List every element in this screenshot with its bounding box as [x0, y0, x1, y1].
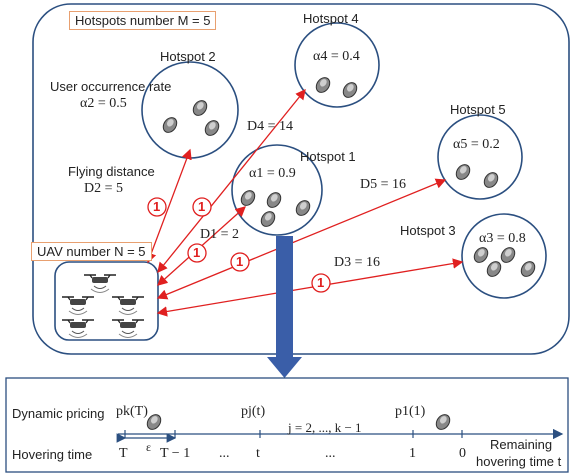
hotspot-5-alpha: α5 = 0.2 — [453, 137, 500, 152]
hotspot-3-circle — [461, 213, 547, 299]
hotspot-5-circle — [437, 114, 523, 200]
tick-0: 0 — [459, 446, 466, 461]
transition-arrow — [267, 236, 302, 378]
distance-d5: D5 = 16 — [360, 177, 407, 192]
tick-ellipsis-2: ... — [325, 446, 336, 461]
network-area — [32, 3, 570, 355]
distance-d2: D2 = 5 — [84, 181, 124, 196]
hotspot-2-users — [159, 97, 223, 139]
hotspot-2-circle — [141, 61, 239, 159]
tick-ellipsis-1: ... — [219, 446, 230, 461]
route-marker-2 — [147, 197, 167, 217]
hotspot-3-name: Hotspot 3 — [400, 223, 456, 238]
route-marker-1 — [187, 243, 207, 263]
route-marker-3 — [311, 273, 331, 293]
hotspot-2-alpha: α2 = 0.5 — [80, 96, 127, 111]
hotspot-4-alpha: α4 = 0.4 — [313, 49, 360, 64]
route-marker-5-label: 1 — [236, 254, 244, 269]
user-occurrence-rate-label: User occurrence rate — [50, 79, 172, 94]
uav-number-label: UAV number N = 5 — [31, 242, 152, 261]
route-marker-1-label: 1 — [193, 245, 201, 260]
route-marker-2-label: 1 — [153, 199, 161, 214]
hotspot-3-users — [470, 244, 539, 280]
distance-d4: D4 = 14 — [247, 119, 294, 134]
hotspot-5-users — [452, 161, 502, 191]
route-marker-3-label: 1 — [317, 275, 325, 290]
route-marker-4 — [192, 197, 212, 217]
tick-t: t — [256, 446, 260, 461]
price-pj: pj(t) — [241, 404, 266, 419]
route-to-hotspot-3 — [156, 258, 464, 317]
hotspot-5-name: Hotspot 5 — [450, 102, 506, 117]
tick-1: 1 — [409, 446, 416, 461]
price-p1: p1(1) — [395, 404, 426, 419]
price-pk: pk(T) — [116, 404, 148, 419]
hotspots-number-label: Hotspots number M = 5 — [69, 11, 217, 30]
j-range: j = 2, ..., k − 1 — [288, 420, 362, 435]
hotspot-3-alpha: α3 = 0.8 — [479, 231, 526, 246]
hotspot-4-users — [312, 74, 361, 101]
route-marker-5 — [230, 252, 250, 272]
hotspot-4-circle — [294, 22, 380, 108]
hotspot-1-alpha: α1 = 0.9 — [249, 166, 296, 181]
hotspot-4-name: Hotspot 4 — [303, 11, 359, 26]
tick-T-minus-1: T − 1 — [160, 446, 191, 461]
uav-drones — [61, 274, 145, 339]
hotspot-2-name: Hotspot 2 — [160, 49, 216, 64]
remaining-label: Remaining — [490, 437, 553, 452]
epsilon-label: ε — [146, 440, 152, 454]
route-marker-4-label: 1 — [198, 199, 206, 214]
distance-d3: D3 = 16 — [334, 255, 381, 270]
remaining-hovering-time-label: hovering time t — [476, 454, 562, 469]
timeline-panel — [5, 377, 569, 473]
hovering-time-label: Hovering time — [12, 447, 93, 462]
hotspot-1-users — [237, 187, 314, 230]
flying-distance-label: Flying distance — [68, 164, 155, 179]
distance-d1: D1 = 2 — [200, 227, 240, 242]
hotspot-1-name: Hotspot 1 — [300, 149, 356, 164]
tick-T: T — [119, 446, 128, 461]
dynamic-pricing-label: Dynamic pricing — [12, 406, 105, 421]
